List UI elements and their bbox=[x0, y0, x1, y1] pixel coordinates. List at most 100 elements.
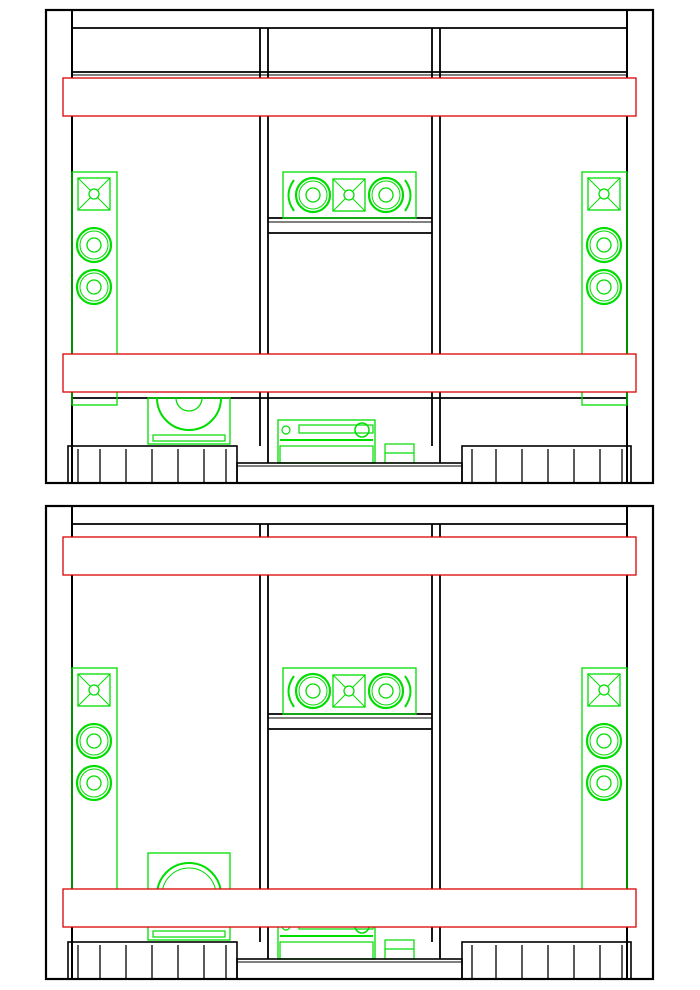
woofer-cap bbox=[596, 237, 612, 253]
woofer-icon bbox=[294, 176, 332, 214]
tweeter-dome bbox=[343, 189, 355, 201]
receiver-lower-panel bbox=[279, 445, 374, 464]
tweeter-frame bbox=[332, 674, 366, 708]
right-tower-speaker bbox=[581, 667, 628, 902]
port-left bbox=[287, 675, 295, 708]
tweeter-icon bbox=[587, 177, 621, 211]
tweeter-dome bbox=[88, 188, 100, 200]
subwoofer-base-strip bbox=[152, 930, 226, 938]
woofer-outer-ring bbox=[294, 672, 332, 710]
woofer-surround bbox=[79, 726, 109, 756]
red-band-1 bbox=[62, 536, 637, 576]
subwoofer-base-strip bbox=[152, 434, 226, 442]
right-plinth bbox=[461, 941, 632, 980]
tweeter-frame bbox=[587, 673, 621, 707]
center-channel-speaker bbox=[282, 171, 417, 219]
woofer-outer-ring bbox=[75, 226, 113, 264]
tweeter-dome bbox=[343, 685, 355, 697]
receiver-lower-panel bbox=[279, 941, 374, 960]
woofer-outer-ring bbox=[75, 764, 113, 802]
right-plinth bbox=[461, 445, 632, 484]
woofer-surround bbox=[298, 676, 328, 706]
woofer-surround bbox=[371, 676, 401, 706]
woofer-surround bbox=[79, 272, 109, 302]
woofer-cap bbox=[86, 775, 102, 791]
woofer-icon bbox=[294, 672, 332, 710]
subwoofer-driver-cap bbox=[175, 397, 203, 412]
woofer-outer-ring bbox=[367, 176, 405, 214]
woofer-surround bbox=[589, 230, 619, 260]
receiver-body bbox=[277, 419, 376, 464]
woofer-surround bbox=[371, 180, 401, 210]
tweeter-icon bbox=[587, 673, 621, 707]
port-right bbox=[404, 179, 412, 212]
receiver-power-knob bbox=[281, 425, 291, 435]
av-receiver bbox=[277, 419, 376, 464]
woofer-cap bbox=[86, 237, 102, 253]
tweeter-frame bbox=[77, 177, 111, 211]
woofer-icon bbox=[585, 764, 623, 802]
woofer-outer-ring bbox=[585, 226, 623, 264]
woofer-icon bbox=[585, 722, 623, 760]
red-band-2 bbox=[62, 888, 637, 928]
woofer-icon bbox=[585, 226, 623, 264]
woofer-cap bbox=[378, 683, 394, 699]
subwoofer bbox=[147, 397, 231, 445]
tower-speaker-cabinet bbox=[581, 171, 628, 406]
woofer-cap bbox=[596, 279, 612, 295]
tweeter-dome bbox=[598, 684, 610, 696]
woofer-outer-ring bbox=[367, 672, 405, 710]
woofer-cap bbox=[86, 279, 102, 295]
port-left bbox=[287, 179, 295, 212]
woofer-icon bbox=[75, 226, 113, 264]
red-band-1 bbox=[62, 77, 637, 117]
woofer-surround bbox=[79, 768, 109, 798]
woofer-outer-ring bbox=[585, 268, 623, 306]
woofer-cap bbox=[305, 683, 321, 699]
woofer-outer-ring bbox=[294, 176, 332, 214]
woofer-icon bbox=[585, 268, 623, 306]
tweeter-dome bbox=[598, 188, 610, 200]
center-base bbox=[236, 462, 463, 484]
subwoofer-cabinet bbox=[147, 397, 231, 445]
red-band-2 bbox=[62, 353, 637, 393]
woofer-outer-ring bbox=[75, 722, 113, 760]
center-speaker-cabinet bbox=[282, 667, 417, 715]
woofer-cap bbox=[305, 187, 321, 203]
center-base bbox=[236, 958, 463, 980]
woofer-cap bbox=[378, 187, 394, 203]
woofer-cap bbox=[86, 733, 102, 749]
woofer-surround bbox=[298, 180, 328, 210]
woofer-icon bbox=[367, 176, 405, 214]
woofer-cap bbox=[596, 775, 612, 791]
tweeter-frame bbox=[332, 178, 366, 212]
woofer-outer-ring bbox=[585, 764, 623, 802]
receiver-display bbox=[298, 424, 374, 434]
left-tower-speaker bbox=[71, 171, 118, 406]
center-channel-speaker bbox=[282, 667, 417, 715]
woofer-surround bbox=[589, 272, 619, 302]
woofer-icon bbox=[367, 672, 405, 710]
tweeter-icon bbox=[332, 674, 366, 708]
woofer-cap bbox=[596, 733, 612, 749]
tweeter-icon bbox=[77, 177, 111, 211]
tweeter-dome bbox=[88, 684, 100, 696]
subwoofer-driver-ring bbox=[156, 862, 222, 896]
right-tower-speaker bbox=[581, 171, 628, 406]
woofer-icon bbox=[75, 268, 113, 306]
elevation-view-upper bbox=[44, 8, 655, 485]
woofer-surround bbox=[79, 230, 109, 260]
woofer-surround bbox=[589, 768, 619, 798]
center-speaker-cabinet bbox=[282, 171, 417, 219]
left-tower-speaker bbox=[71, 667, 118, 902]
tower-speaker-cabinet bbox=[71, 171, 118, 406]
port-right bbox=[404, 675, 412, 708]
tweeter-icon bbox=[77, 673, 111, 707]
subwoofer-driver-surround bbox=[161, 867, 217, 896]
elevation-view-lower bbox=[44, 504, 655, 981]
tweeter-icon bbox=[332, 178, 366, 212]
woofer-outer-ring bbox=[75, 268, 113, 306]
receiver-volume-knob bbox=[354, 422, 370, 438]
woofer-icon bbox=[75, 764, 113, 802]
